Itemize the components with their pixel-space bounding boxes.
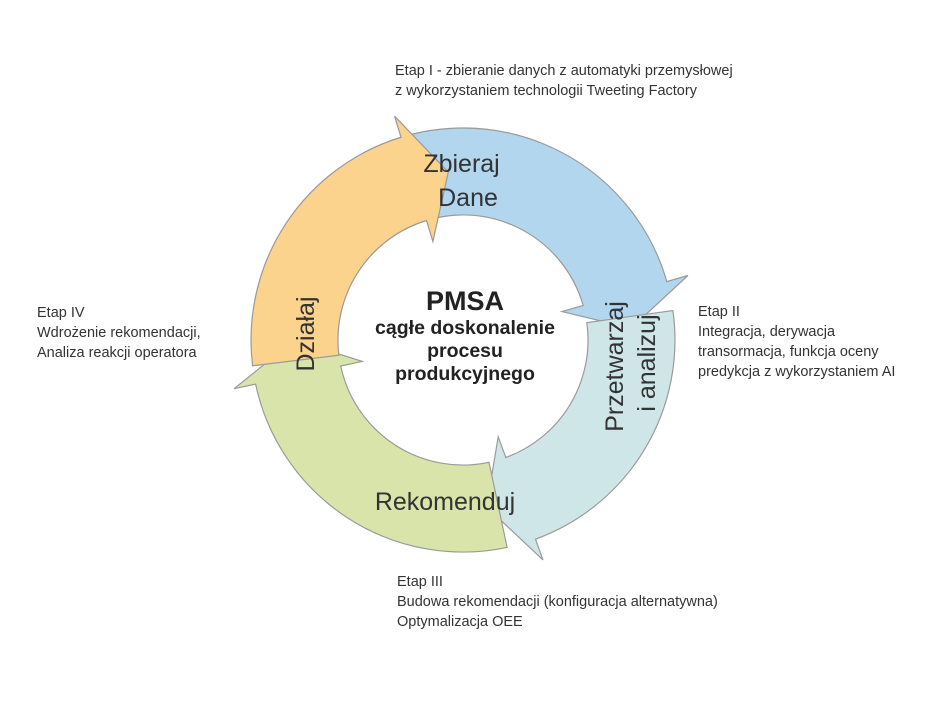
segment-label-act: Działaj xyxy=(292,296,320,371)
center-line-3: produkcyjnego xyxy=(395,363,535,385)
segment-label-process: Przetwarzaj i analizuj xyxy=(601,294,661,432)
stage-4-annotation: Etap IV Wdrożenie rekomendacji, Analiza … xyxy=(37,305,201,361)
center-caption: PMSA cągłe doskonalenie procesu produkcy… xyxy=(340,285,590,386)
center-title: PMSA xyxy=(425,286,504,316)
segment-act xyxy=(250,115,449,367)
center-line-1: cągłe doskonalenie xyxy=(375,317,555,339)
segment-recommend xyxy=(233,339,508,553)
segment-process-analyze xyxy=(485,309,676,561)
segment-label-collect: Zbieraj Dane xyxy=(423,150,506,212)
center-line-2: procesu xyxy=(427,340,503,362)
segment-label-recommend: Rekomenduj xyxy=(375,488,515,516)
stage-3-annotation: Etap III Budowa rekomendacji (konfigurac… xyxy=(397,574,718,630)
stage-1-annotation: Etap I - zbieranie danych z automatyki p… xyxy=(395,63,733,99)
stage-2-annotation: Etap II Integracja, derywacja transormac… xyxy=(698,304,896,380)
